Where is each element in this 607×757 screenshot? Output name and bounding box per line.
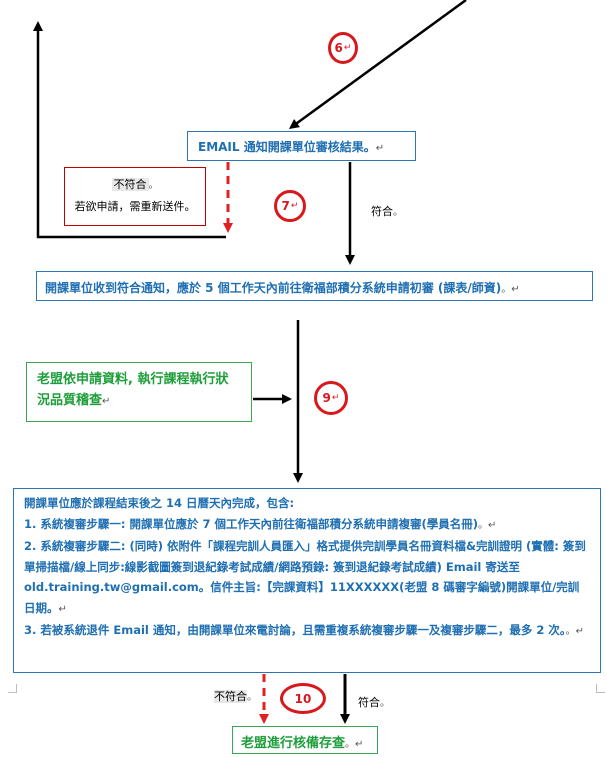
email-notify-box: EMAIL 通知開課單位審核結果。↵ [187, 131, 416, 161]
inspection-text: 老盟依申請資料, 執行課程執行狀況品質稽查 [37, 372, 229, 408]
received-text: 開課單位收到符合通知，應於 5 個工作天內前往衛福部積分系統申請初審 (課表/師… [45, 281, 502, 295]
received-box: 開課單位收到符合通知，應於 5 個工作天內前往衛福部積分系統申請初審 (課表/師… [36, 271, 593, 301]
completion-box: 開課單位應於課程結束後之 14 日曆天內完成，包含: 1. 系統複審步驟一: 開… [13, 488, 601, 673]
step-9-circle: 9↵ [314, 381, 348, 415]
step-10-number: 10 [294, 691, 312, 706]
not-pass-box: 不符合。 若欲申請，需重新送件。 [64, 167, 206, 226]
step-6-number: 6 [334, 41, 343, 55]
pass-label-2: 符合。 [358, 696, 390, 709]
step-6-circle: 6↵ [328, 32, 358, 64]
arrow-into-email [288, 0, 467, 129]
step-9-number: 9 [322, 391, 331, 405]
email-notify-text: EMAIL 通知開課單位審核結果。 [198, 140, 376, 154]
step-7-circle: 7↵ [274, 190, 306, 222]
final-archive-text: 老盟進行核備存查 [241, 736, 346, 751]
completion-intro: 開課單位應於課程結束後之 14 日曆天內完成，包含: [24, 496, 295, 510]
completion-item-1: 1. 系統複審步驟一: 開課單位應於 7 個工作天內前往衛福部積分系統申請複審(… [24, 516, 478, 531]
not-pass-label-2: 不符合。 [214, 690, 257, 703]
pass-label-1: 符合。 [371, 205, 403, 218]
completion-item-2: 2. 系統複審步驟二: (同時) 依附件「課程完訓人員匯入」格式提供完訓學員名冊… [24, 539, 586, 615]
final-archive-box: 老盟進行核備存查。↵ [232, 726, 378, 754]
page-corner-mark-right [596, 684, 605, 693]
not-pass-body: 若欲申請，需重新送件。 [74, 200, 196, 213]
inspection-box: 老盟依申請資料, 執行課程執行狀況品質稽查↵ [26, 362, 252, 422]
step-10-circle: 10 [280, 683, 326, 714]
step-7-number: 7 [281, 199, 290, 213]
page-corner-mark-left [8, 684, 17, 693]
not-pass-title: 不符合 [111, 178, 149, 191]
arrow-loop-back [33, 21, 226, 239]
completion-item-3: 3. 若被系統退件 Email 通知，由開課單位來電討論，且需重複系統複審步驟一… [24, 623, 566, 637]
